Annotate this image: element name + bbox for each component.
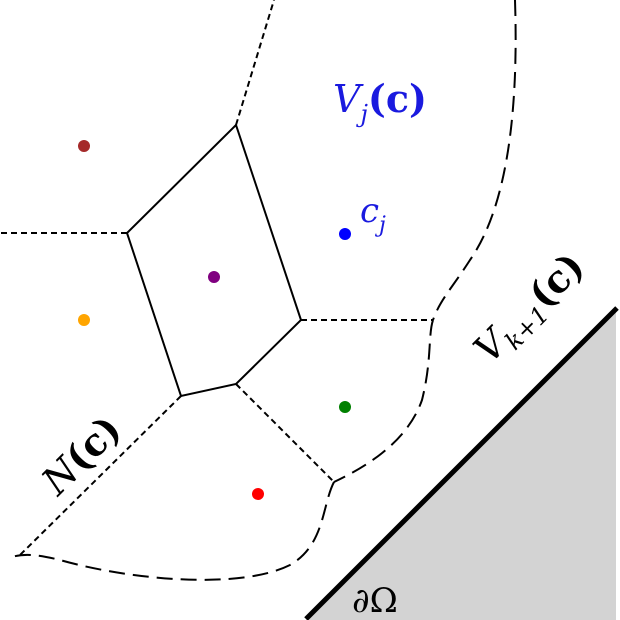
vj-outer-boundary xyxy=(432,0,517,321)
green-cell-outer-boundary xyxy=(333,319,434,483)
label-vj: Vj(c) xyxy=(333,76,427,128)
domain-boundary-line xyxy=(304,306,619,620)
edge-bottom-mid xyxy=(235,383,335,483)
voronoi-edges xyxy=(0,0,433,556)
red-cell-outer-boundary xyxy=(11,481,335,581)
neighborhood-boundaries xyxy=(11,0,517,581)
edge-top xyxy=(235,0,275,126)
central-voronoi-cell xyxy=(125,123,303,398)
brown-generator xyxy=(78,140,90,152)
edge-bottom-left xyxy=(19,395,182,556)
label-boundary: ∂Ω xyxy=(352,581,398,620)
generator-points xyxy=(78,140,351,500)
label-cj: cj xyxy=(360,191,386,238)
orange-generator xyxy=(78,314,90,326)
label-nc: N(c) xyxy=(32,406,130,504)
blue-generator-cj xyxy=(339,228,351,240)
red-generator xyxy=(252,488,264,500)
purple-generator xyxy=(208,271,220,283)
green-generator xyxy=(339,401,351,413)
